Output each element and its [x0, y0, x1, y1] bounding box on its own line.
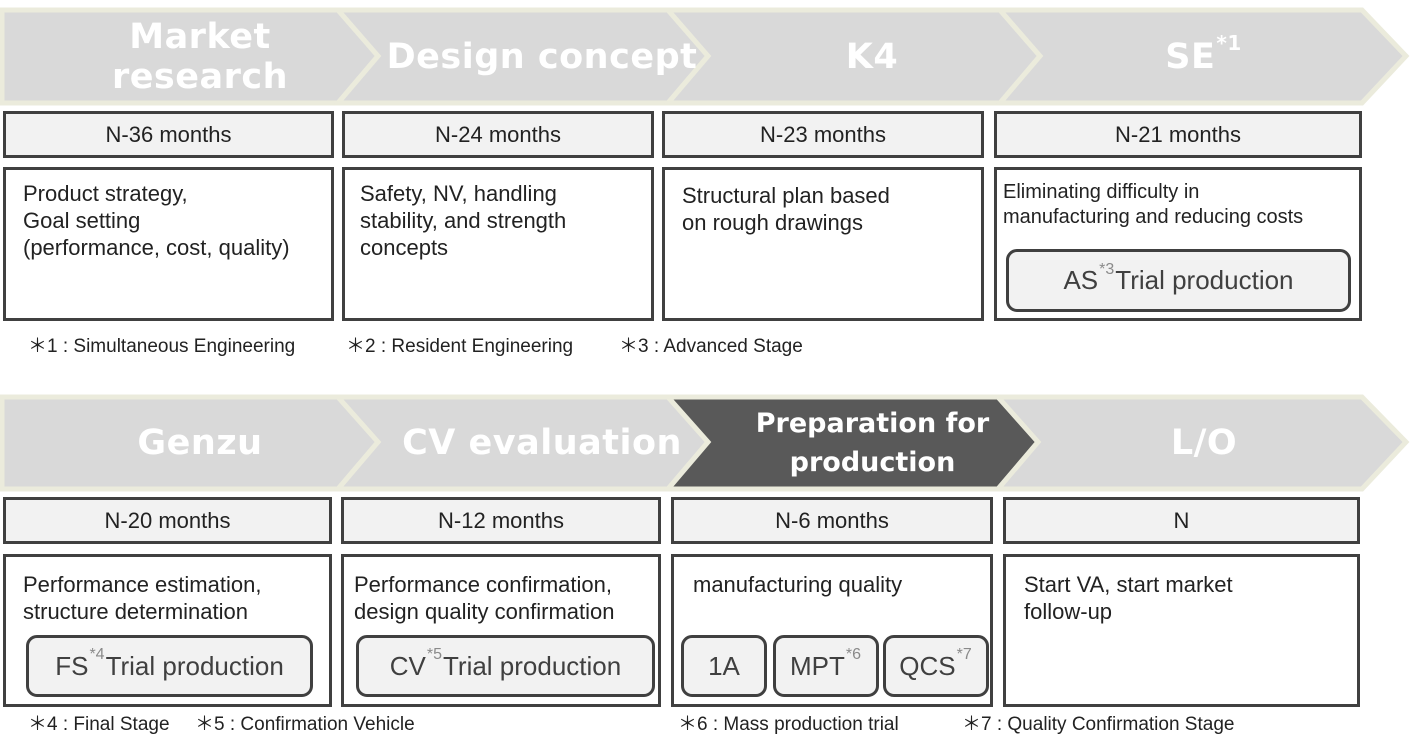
description-text: Product strategy, Goal setting (performa…	[23, 181, 290, 260]
description-box: Safety, NV, handling stability, and stre…	[342, 167, 654, 321]
stage-label-market-research: Market research	[111, 16, 289, 97]
footnote-6: ＊6 : Mass production trial	[678, 714, 899, 735]
mpt-box: MPT*6	[773, 635, 879, 697]
description-box: Eliminating difficulty in manufacturing …	[994, 167, 1362, 321]
description-text: Eliminating difficulty in manufacturing …	[1003, 181, 1304, 228]
footnote-4: ＊4 : Final Stage	[28, 714, 170, 735]
footnote-3: ＊3 : Advanced Stage	[619, 336, 803, 357]
footnote-1: ＊1 : Simultaneous Engineering	[28, 336, 296, 357]
stage-label-preparation: Preparation for production	[755, 408, 990, 478]
se-footnote-mark: *1	[1216, 30, 1242, 55]
timing-box: N-21 months	[994, 111, 1362, 158]
timing-box: N-6 months	[671, 497, 993, 544]
timing-box: N-12 months	[341, 497, 661, 544]
stage-label-se: SE*1	[1165, 30, 1242, 77]
footnote-7: ＊7 : Quality Confirmation Stage	[962, 714, 1235, 735]
description-text: Structural plan based on rough drawings	[682, 183, 890, 235]
description-box: manufacturing quality 1A MPT*6 QCS*7	[671, 554, 993, 707]
description-text: Start VA, start market follow-up	[1024, 572, 1233, 624]
description-text: Performance confirmation, design quality…	[354, 572, 615, 624]
description-box: Product strategy, Goal setting (performa…	[3, 167, 334, 321]
timing-box: N-23 months	[662, 111, 984, 158]
description-box: Structural plan based on rough drawings	[662, 167, 984, 321]
stage-label-genzu: Genzu	[137, 423, 263, 463]
description-box: Performance estimation, structure determ…	[3, 554, 332, 707]
description-text: manufacturing quality	[693, 572, 903, 597]
description-text: Safety, NV, handling stability, and stre…	[360, 181, 567, 260]
stage-label-design-concept: Design concept	[386, 36, 698, 77]
1a-box: 1A	[681, 635, 767, 697]
footnote-5: ＊5 : Confirmation Vehicle	[195, 714, 415, 735]
timing-box: N-36 months	[3, 111, 334, 158]
timing-box: N	[1003, 497, 1360, 544]
description-text: Performance estimation, structure determ…	[23, 572, 262, 624]
timing-box: N-24 months	[342, 111, 654, 158]
stage-label-k4: K4	[845, 36, 899, 77]
description-box: Start VA, start market follow-up	[1003, 554, 1360, 707]
footnote-2: ＊2 : Resident Engineering	[346, 336, 574, 357]
stage-label-cv-evaluation: CV evaluation	[402, 423, 682, 463]
stage-label-lo: L/O	[1170, 423, 1238, 463]
timing-box: N-20 months	[3, 497, 332, 544]
qcs-box: QCS*7	[883, 635, 989, 697]
description-box: Performance confirmation, design quality…	[341, 554, 661, 707]
